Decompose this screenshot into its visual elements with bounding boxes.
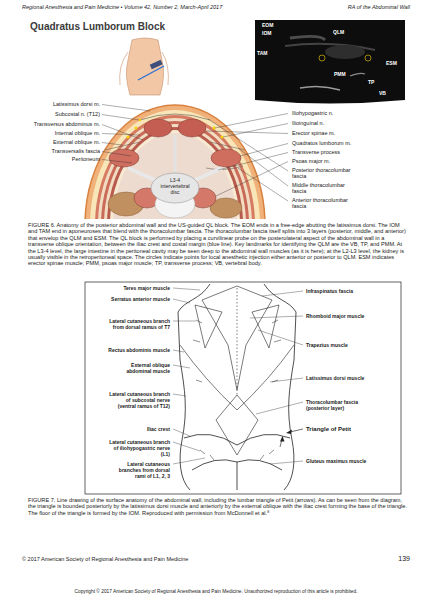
- anatomy-label: Erector spinae m.: [292, 130, 402, 136]
- ultrasound-label: VB: [379, 90, 397, 96]
- copyright-notice: Copyright © 2017 American Society of Reg…: [10, 589, 422, 595]
- ultrasound-label: QLM: [333, 29, 363, 35]
- anatomy-label: Posterior thoracolumbar fascia: [292, 167, 354, 180]
- cross-section: [85, 105, 265, 219]
- arrowhead: [286, 430, 292, 435]
- anatomy-label: External oblique abdominal muscle: [108, 362, 170, 374]
- anatomy-label: Subcostal n. (T12): [10, 111, 100, 117]
- ultrasound-label: PMM: [334, 71, 364, 77]
- ultrasound-label: EOM: [262, 22, 292, 28]
- anatomy-label: Teres major muscle: [108, 285, 170, 291]
- leader-lines: [173, 288, 303, 464]
- anatomy-label: Middle thoracolumbar fascia: [292, 182, 354, 195]
- ultrasound-label: TAM: [257, 50, 287, 56]
- running-header: Regional Anesthesia and Pain Medicine • …: [22, 4, 282, 11]
- figure-caption: FIGURE 6. Anatomy of the posterior abdom…: [28, 222, 408, 267]
- ultrasound-image: [255, 20, 405, 104]
- anatomy-label: Lateral cutaneous branch of subcostal ne…: [108, 391, 170, 409]
- anatomy-label: Triangle of Petit: [306, 426, 386, 433]
- anatomy-label: Lateral cutaneous branch from dorsal ram…: [108, 318, 170, 330]
- ultrasound-label: TP: [368, 79, 386, 85]
- anatomy-label: Latissimus dorsi m.: [10, 101, 100, 107]
- anatomy-label: Latissimus dorsi muscle: [306, 375, 376, 381]
- anatomy-label: Lateral cutaneous branch of iliohypogast…: [108, 439, 170, 457]
- anatomy-label: Transverse process: [292, 149, 402, 155]
- anatomy-label: Trapezius muscle: [306, 342, 376, 348]
- ultrasound-label: IOM: [262, 30, 292, 36]
- anatomy-label: L3-4 intervertebral disc: [156, 178, 194, 195]
- anatomy-label: Quadratus lumborum m.: [292, 140, 402, 146]
- ultrasound-label: ESM: [386, 60, 404, 66]
- anatomy-label: Rectus abdominis muscle: [108, 347, 170, 353]
- leader-lines: [102, 105, 288, 202]
- anatomy-label: Thoracolumbar fascia (posterior layer): [306, 399, 368, 411]
- torso-inset: [120, 38, 169, 95]
- anatomy-label: Serratus anterior muscle: [108, 296, 170, 302]
- figure-frame: [85, 282, 401, 494]
- footer-text: © 2017 American Society of Regional Anes…: [22, 556, 322, 563]
- anatomy-label: Transversus abdominus m.: [10, 121, 100, 127]
- anatomy-label: Iliac crest: [108, 426, 170, 432]
- anatomy-label: Lateral cutaneous branches from dorsal r…: [108, 461, 170, 479]
- running-header: RA of the Abdominal Wall: [320, 4, 410, 11]
- anatomy-label: Iliohypogastric n.: [292, 110, 402, 116]
- anatomy-label: Infraspinatus fascia: [306, 288, 364, 294]
- anatomy-label: Transversalis fascia: [10, 148, 100, 154]
- arrowhead: [280, 436, 285, 442]
- anatomy-label: Rhomboid major muscle: [306, 313, 376, 319]
- anatomy-label: External oblique m.: [10, 139, 100, 145]
- anatomy-label: Ilioinguinal n.: [292, 120, 402, 126]
- back-line-drawing: [178, 284, 296, 490]
- anatomy-label: Psoas major m.: [292, 158, 402, 164]
- anatomy-label: Anterior thoracolumbar fascia: [292, 197, 354, 210]
- anatomy-label: Internal oblique m.: [10, 130, 100, 136]
- figure-title: Quadratus Lumborum Block: [30, 21, 165, 32]
- figure-caption: FIGURE 7. Line drawing of the surface an…: [28, 497, 408, 516]
- page-number: 139: [380, 555, 410, 563]
- anatomy-label: Gluteus maximus muscle: [306, 458, 368, 464]
- anatomy-label: Peritoneum: [10, 156, 100, 162]
